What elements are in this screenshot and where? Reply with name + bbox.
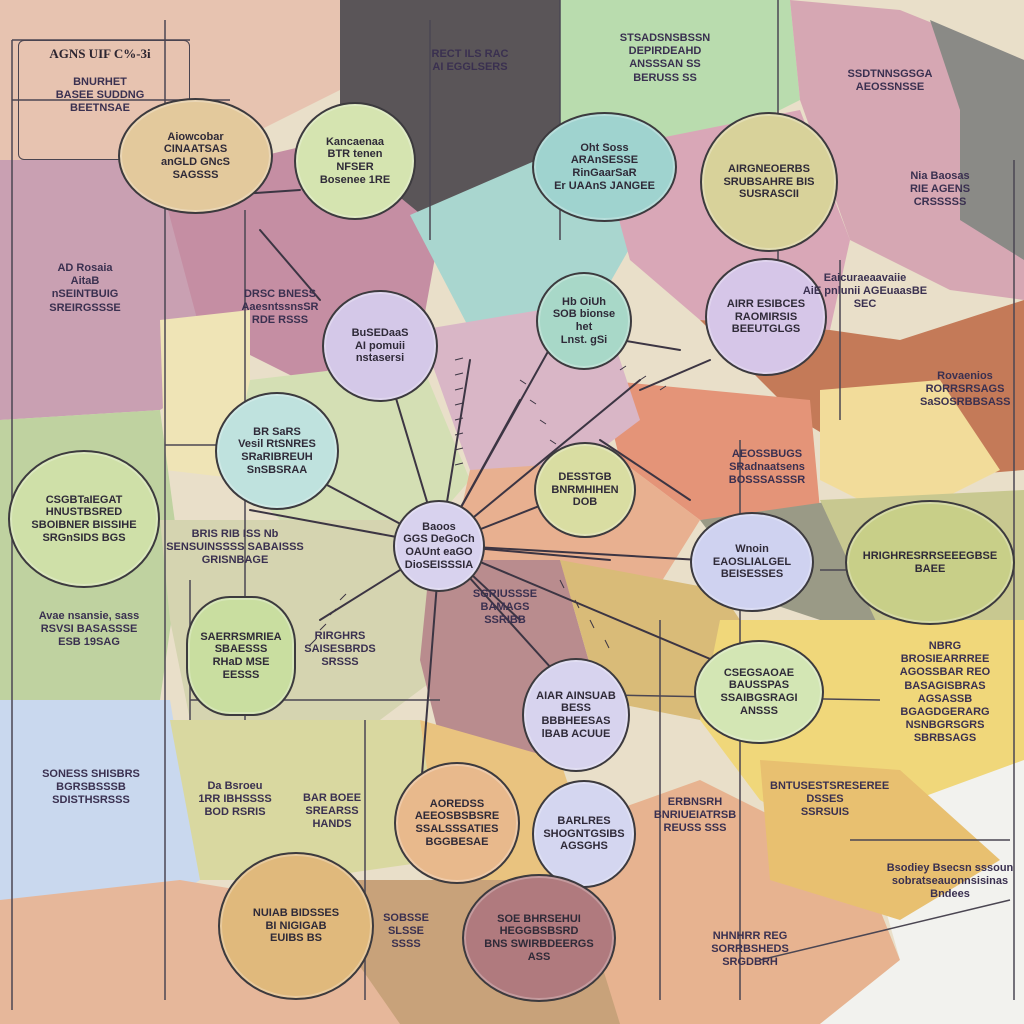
annotation-label-13: SONESS SHISBRS BGRSBSSSB SDISTHSRSSS xyxy=(42,768,140,807)
annotation-label-15: BAR BOEE SREARSS HANDS xyxy=(302,792,362,831)
concept-node-11[interactable]: CSGBTaIEGAT HNUSTBSRED SBOIBNER BISSIHE … xyxy=(8,450,160,588)
annotation-label-18: ERBNSRH BNRIUEIATRSB REUSS SSS xyxy=(653,796,737,835)
concept-node-6[interactable]: Hb OiUh SOB bionse het Lnst. gSi xyxy=(536,272,632,370)
annotation-label-11: Avae nsansie, sass RSVSI BASASSSE ESB 19… xyxy=(38,610,140,649)
concept-node-7[interactable]: AIRR ESIBCES RAOMIRSIS BEEUTGLGS xyxy=(705,258,827,376)
annotation-label-7: Rovaenios RORRSRSAGS SaSOSRBBSASS xyxy=(920,370,1011,409)
concept-node-1[interactable]: Aiowcobar CINAATSAS anGLD GNcS SAGSSS xyxy=(118,98,273,214)
annotation-label-5: AD Rosaia AitaB nSEINTBUIG SREIRGSSSE xyxy=(49,262,121,314)
annotation-label-22: SGRIUSSSE BAMAGS SSRIBB xyxy=(472,588,538,627)
annotation-label-19: BNTUSESTSRESEREE DSSES SSRSUIS xyxy=(770,780,890,819)
concept-node-8[interactable]: BR SaRS Vesil RtSNRES SRaRIBREUH SnSBSRA… xyxy=(215,392,339,510)
concept-node-15[interactable]: AIAR AINSUAB BESS BBBHEESAS lBAB ACUUE xyxy=(522,658,630,772)
concept-node-18[interactable]: BARLRES SHOGNTGSIBS AGSGHS xyxy=(532,780,636,888)
annotation-label-12: RIRGHRS SAISESBRDS SRSSS xyxy=(304,630,376,669)
concept-node-9[interactable]: DESSTGB BNRMHIHEN DOB xyxy=(534,442,636,538)
header-tag: RECT ILS RAC AI EGGLSERS xyxy=(431,48,509,74)
concept-node-hub[interactable]: Baoos GGS DeGoCh OAUnt eaGO DioSEISSSIA xyxy=(393,500,485,592)
concept-node-2[interactable]: Kancaenaa BTR tenen NFSER Bosenee 1RE xyxy=(294,102,416,220)
concept-node-14[interactable]: SAERRSMRIEA SBAESSS RHaD MSE EESSS xyxy=(186,596,296,716)
annotation-label-17: NBRG BROSIEARRREE AGOSSBAR REO BASAGISBR… xyxy=(899,640,991,745)
concept-node-13[interactable]: HRIGHRESRRSEEEGBSE BAEE xyxy=(845,500,1015,625)
annotation-label-6: DRSC BNESS AaesntssnsSR RDE RSSS xyxy=(241,288,319,327)
annotation-label-10: BRIS RIB ISS Nb SENSUINSSSS SABAISSS GRI… xyxy=(166,528,304,567)
annotation-label-21: SOBSSE SLSSE SSSS xyxy=(383,912,429,951)
annotation-label-4: Nia Baosas RIE AGENS CRSSSSS xyxy=(909,170,971,209)
annotation-label-20: NHNHRR REG SORRBSHEDS SRGDBRH xyxy=(711,930,789,969)
concept-node-19[interactable]: NUIAB BIDSSES BI NIGIGAB EUIBS BS xyxy=(218,852,374,1000)
concept-node-3[interactable]: Oht Soss ARAnSESSE RinGaarSaR Er UAAnS J… xyxy=(532,112,677,222)
annotation-label-1: BNURHET BASEE SUDDNG BEETNSAE xyxy=(55,76,145,115)
concept-node-12[interactable]: Wnoin EAOSLIALGEL BEISESSES xyxy=(690,512,814,612)
concept-node-17[interactable]: AOREDSS AEEOSBSBSRE SSALSSSATIES BGGBESA… xyxy=(394,762,520,884)
annotation-label-2: STSADSNSBSSN DEPIRDEAHD ANSSSAN SS BERUS… xyxy=(619,32,711,84)
annotation-label-9: AEOSSBUGS SRadnaatsens BOSSSASSSR xyxy=(728,448,806,487)
annotation-label-8: Eaicuraeaavaiie AiE pnlunii AGEuaasBE SE… xyxy=(802,272,928,311)
annotation-label-16: Bsodiey Bsecsn sssoun sobratseauonnsisin… xyxy=(886,862,1014,901)
annotation-label-3: SSDTNNSGSGA AEOSSNSSE xyxy=(847,68,933,94)
concept-node-20[interactable]: SOE BHRSEHUI HEGGBSBSRD BNS SWIRBDEERGS … xyxy=(462,874,616,1002)
concept-node-16[interactable]: CSEGSAOAE BAUSSPAS SSAIBGSRAGI ANSSS xyxy=(694,640,824,744)
annotation-label-14: Da Bsroeu 1RR IBHSSSS BOD RSRIS xyxy=(198,780,272,819)
concept-node-4[interactable]: AIRGNEOERBS SRUBSAHRE BIS SUSRASCII xyxy=(700,112,838,252)
concept-node-5[interactable]: BuSEDaaS AI pomuii nstasersi xyxy=(322,290,438,402)
diagram-title: AGNS UIF C%-3i xyxy=(49,46,151,61)
